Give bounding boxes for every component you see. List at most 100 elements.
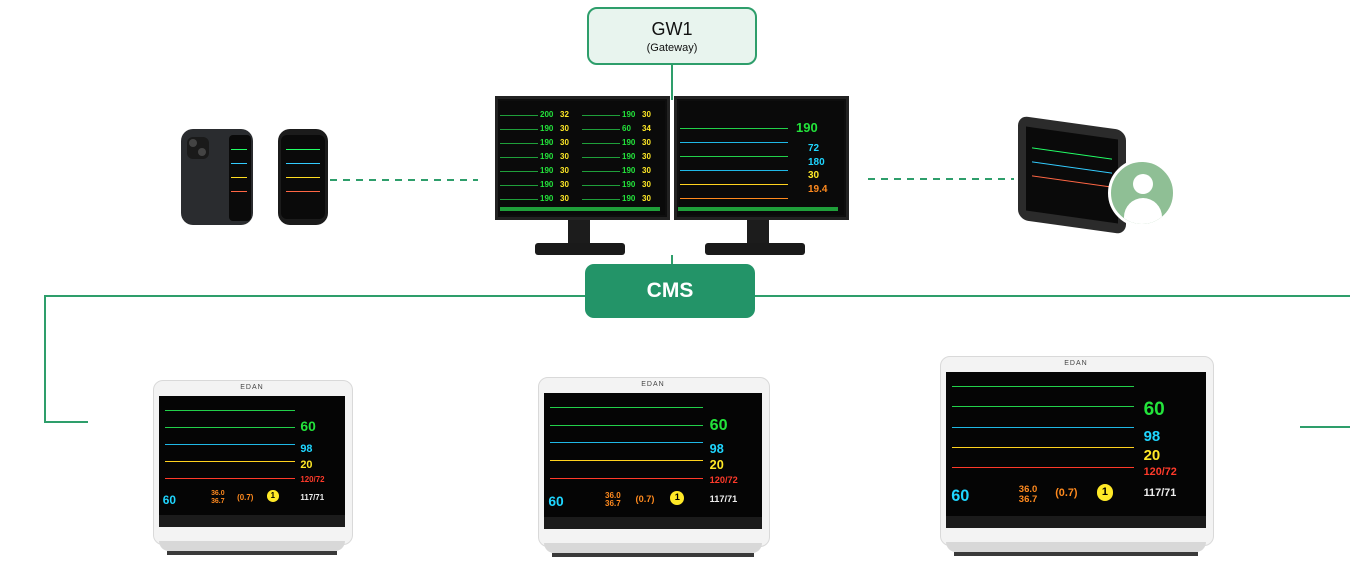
waveform-line [550, 477, 703, 479]
waveform-line [582, 157, 620, 158]
vital-value-temp: 36.0 [605, 490, 621, 500]
status-bar [500, 207, 660, 211]
vital-value: 190 [540, 152, 554, 161]
monitor-stand [568, 220, 590, 244]
waveform-line [165, 444, 296, 446]
vital-value: 30 [808, 170, 820, 181]
waveform-line [550, 460, 703, 462]
alarm-badge: 1 [670, 490, 685, 505]
brand-label: EDAN [641, 381, 665, 388]
monitor-base [544, 543, 762, 553]
vital-value: 190 [796, 120, 818, 135]
monitor-base [946, 542, 1206, 552]
vital-value: 190 [540, 194, 554, 203]
waveform-line [550, 424, 703, 426]
vital-value: 190 [622, 166, 636, 175]
waveform-line [680, 142, 788, 143]
vital-value: 32 [560, 110, 569, 119]
waveform-line [680, 184, 788, 185]
vital-value-temp: 36.0 [211, 490, 225, 498]
waveform-line [500, 199, 538, 200]
waveform-line [680, 198, 788, 199]
waveform-line [582, 185, 620, 186]
vital-value: 190 [622, 110, 636, 119]
vital-value-nibp_top: 120/72 [300, 474, 325, 484]
waveform-line [165, 461, 296, 463]
waveform-line [550, 442, 703, 444]
vital-value-hr: 60 [300, 418, 316, 435]
vital-value-resp: 20 [300, 458, 313, 471]
waveform-line [952, 446, 1134, 448]
waveform-line [550, 407, 703, 408]
vital-value-nibp: 117/71 [1143, 487, 1177, 500]
vital-value-delta: (0.7) [1055, 487, 1078, 500]
vital-value-nibp: 117/71 [300, 492, 325, 502]
waveform-line [165, 410, 296, 411]
vital-value: 190 [622, 138, 636, 147]
vital-value: 190 [540, 138, 554, 147]
monitor-foot [552, 553, 754, 557]
status-bar [678, 207, 838, 211]
vital-value: 72 [808, 143, 820, 154]
vital-value: 30 [642, 138, 651, 147]
monitor-base [159, 541, 345, 551]
vital-value-hr: 60 [548, 493, 564, 509]
bottom-toolbar [159, 515, 345, 527]
waveform-line [500, 115, 538, 116]
vital-value: 30 [560, 180, 569, 189]
brand-label: EDAN [240, 384, 264, 391]
gateway-title: GW1 [651, 19, 693, 39]
vital-value-nibp_top: 120/72 [1143, 465, 1177, 478]
monitor-stand [747, 220, 769, 244]
vital-value: 30 [560, 138, 569, 147]
vital-value-resp: 20 [709, 458, 724, 473]
waveform-line [500, 143, 538, 144]
vital-value: 30 [560, 152, 569, 161]
vital-value: 30 [642, 166, 651, 175]
vital-value: 30 [642, 194, 651, 203]
vital-value-delta: (0.7) [635, 493, 655, 504]
vital-value: 190 [540, 124, 554, 133]
vital-value: 19.4 [808, 184, 828, 195]
vital-value: 30 [642, 180, 651, 189]
waveform-line [500, 129, 538, 130]
vital-value: 30 [642, 152, 651, 161]
vital-value-spo2: 98 [300, 443, 313, 456]
waveform-line [952, 426, 1134, 428]
waveform-line [500, 171, 538, 172]
vital-value: 34 [642, 124, 651, 133]
waveform-line [680, 170, 788, 171]
waveform-line [582, 143, 620, 144]
alarm-badge: 1 [266, 490, 279, 503]
monitor-foot [954, 552, 1198, 556]
waveform-line [500, 185, 538, 186]
waveform-line [952, 386, 1134, 387]
smartphone-icon [181, 129, 253, 225]
vital-value-hr: 60 [709, 416, 728, 435]
monitor-stand-base [535, 243, 625, 255]
waveform-line [582, 171, 620, 172]
vital-value: 30 [560, 166, 569, 175]
gateway-subtitle: (Gateway) [646, 42, 698, 54]
vital-value: 190 [622, 194, 636, 203]
brand-label: EDAN [1064, 360, 1088, 367]
central-monitor-right [674, 96, 849, 220]
alarm-badge: 1 [1096, 484, 1114, 501]
network-line-left [44, 295, 586, 423]
vital-value-spo2: 98 [709, 441, 724, 456]
waveform-line [500, 157, 538, 158]
vital-value: 30 [642, 110, 651, 119]
gateway-box: GW1 (Gateway) [587, 7, 757, 65]
vital-value: 180 [808, 157, 825, 168]
vital-value-nibp: 117/71 [709, 493, 738, 504]
cms-box: CMS [585, 264, 755, 318]
vital-value-temp2: 36.7 [211, 498, 225, 506]
waveform-line [165, 427, 296, 429]
vital-value-delta: (0.7) [237, 492, 254, 502]
waveform-line [952, 406, 1134, 408]
waveform-line [680, 156, 788, 157]
smartphone-icon [278, 129, 328, 225]
vital-value: 30 [560, 194, 569, 203]
